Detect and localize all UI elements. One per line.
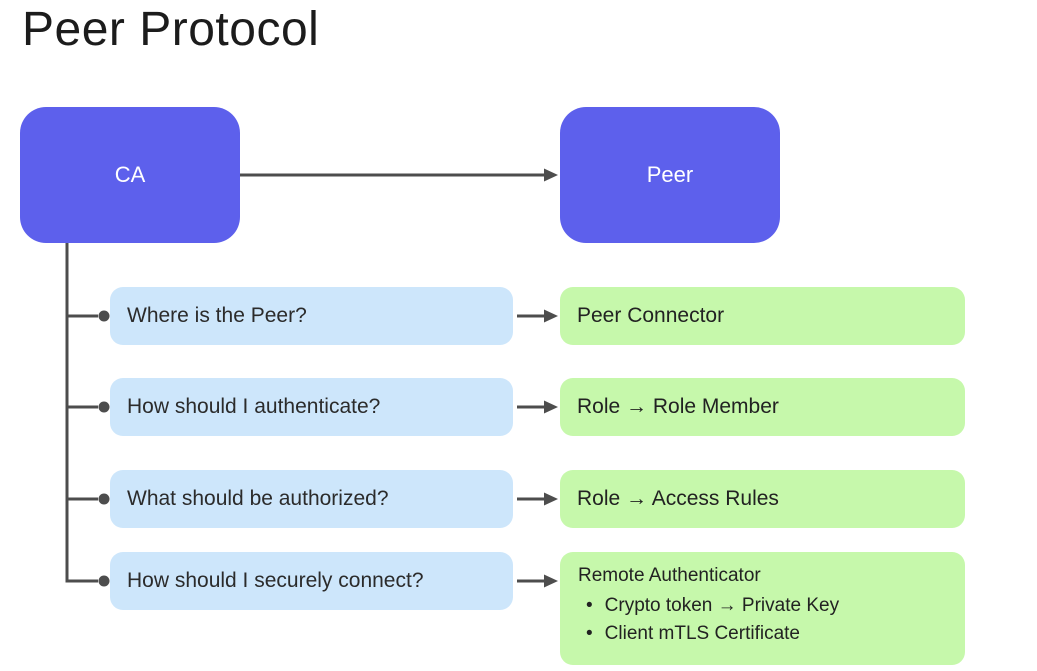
answer-bullet-item: Crypto token → Private Key [586,592,955,620]
answer-label: Role → Access Rules [577,487,779,510]
answer-box-role-member: Role → Role Member [560,378,965,436]
question-to-answer-arrows [517,309,558,588]
answer-label: Peer Connector [577,304,725,327]
page-title: Peer Protocol [22,3,320,56]
node-peer: Peer [560,107,780,243]
question-label: How should I securely connect? [127,569,424,592]
question-box-authenticate: How should I authenticate? [110,378,513,436]
tree-trunk-line [65,243,98,583]
ca-to-peer-arrow [240,168,558,182]
question-box-securely-connect: How should I securely connect? [110,552,513,610]
node-peer-label: Peer [646,162,694,187]
branch-dots [98,310,110,587]
question-label: Where is the Peer? [127,304,307,327]
node-ca-label: CA [114,162,146,187]
question-box-where-peer: Where is the Peer? [110,287,513,345]
answer-bullet-list: Crypto token → Private Key Client mTLS C… [578,592,955,647]
question-label: What should be authorized? [127,487,389,510]
answer-box-peer-connector: Peer Connector [560,287,965,345]
answer-label: Role → Role Member [577,395,779,418]
node-ca: CA [20,107,240,243]
question-box-authorized: What should be authorized? [110,470,513,528]
answer-box-remote-authenticator: Remote Authenticator Crypto token → Priv… [560,552,965,665]
answer-bullet-item: Client mTLS Certificate [586,620,955,648]
question-label: How should I authenticate? [127,395,381,418]
answer-box-access-rules: Role → Access Rules [560,470,965,528]
answer-title: Remote Authenticator [578,565,761,586]
